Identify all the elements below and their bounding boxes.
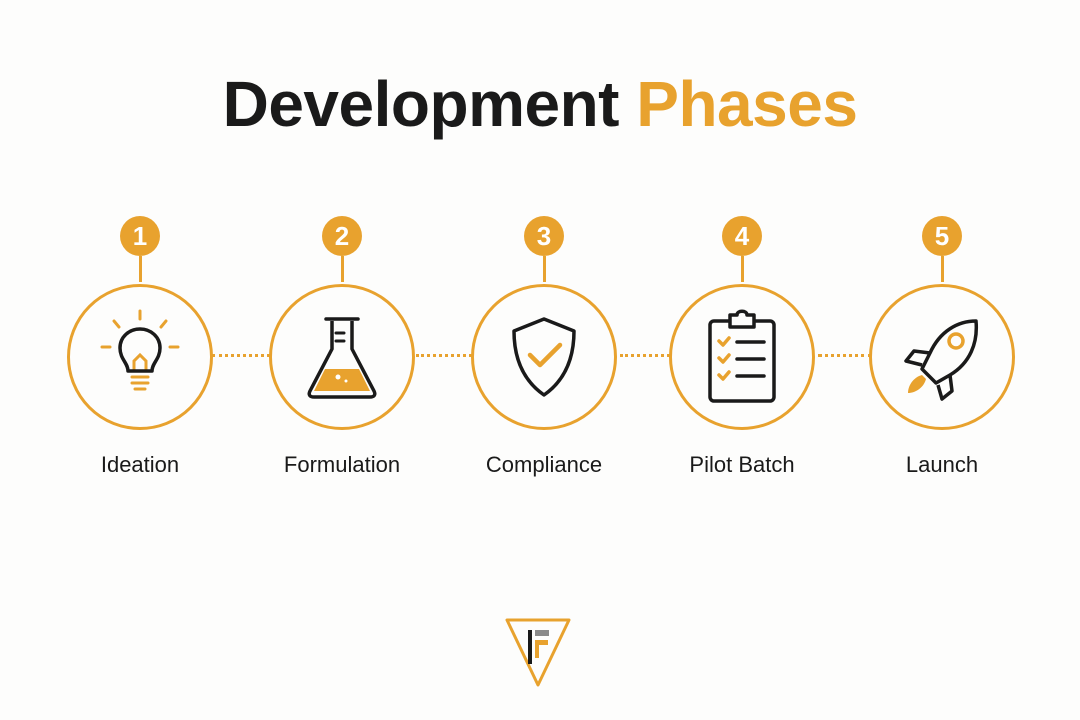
connector-4-5 xyxy=(818,354,872,357)
title-main: Development xyxy=(222,68,620,140)
phase-step: 3 Compliance xyxy=(464,210,624,480)
badge-stem xyxy=(139,256,142,282)
rocket-icon xyxy=(904,319,979,401)
connector-1-2 xyxy=(212,354,270,357)
phase-label: Compliance xyxy=(485,452,603,477)
badge-stem xyxy=(341,256,344,282)
phase-step: 2 Formulation xyxy=(262,210,422,480)
connector-3-4 xyxy=(620,354,670,357)
connector-2-3 xyxy=(416,354,472,357)
phase-label: Ideation xyxy=(100,452,180,477)
shield-check-icon xyxy=(512,317,576,397)
phase-icon-circle xyxy=(471,284,617,430)
step-number-badge: 4 xyxy=(722,216,762,256)
phase-step: 4 Pilot Batch xyxy=(662,210,822,480)
phase-label: Formulation xyxy=(283,452,401,477)
phase-icon-circle xyxy=(269,284,415,430)
phase-step: 1 Ideation xyxy=(60,210,220,480)
brand-triangle-logo xyxy=(505,618,571,687)
flask-icon xyxy=(307,317,377,399)
phase-step: 5 Launch xyxy=(862,210,1022,480)
page-title: Development Phases xyxy=(0,66,1080,142)
title-accent: Phases xyxy=(636,68,858,140)
lightbulb-icon xyxy=(100,309,180,391)
phase-label: Launch xyxy=(905,452,979,477)
badge-stem xyxy=(543,256,546,282)
badge-stem xyxy=(941,256,944,282)
step-number-badge: 2 xyxy=(322,216,362,256)
clipboard-checklist-icon xyxy=(708,309,776,403)
step-number-badge: 1 xyxy=(120,216,160,256)
phase-label: Pilot Batch xyxy=(689,452,795,477)
step-number-badge: 5 xyxy=(922,216,962,256)
step-number-badge: 3 xyxy=(524,216,564,256)
phase-icon-circle xyxy=(67,284,213,430)
phase-icon-circle xyxy=(869,284,1015,430)
phase-icon-circle xyxy=(669,284,815,430)
badge-stem xyxy=(741,256,744,282)
